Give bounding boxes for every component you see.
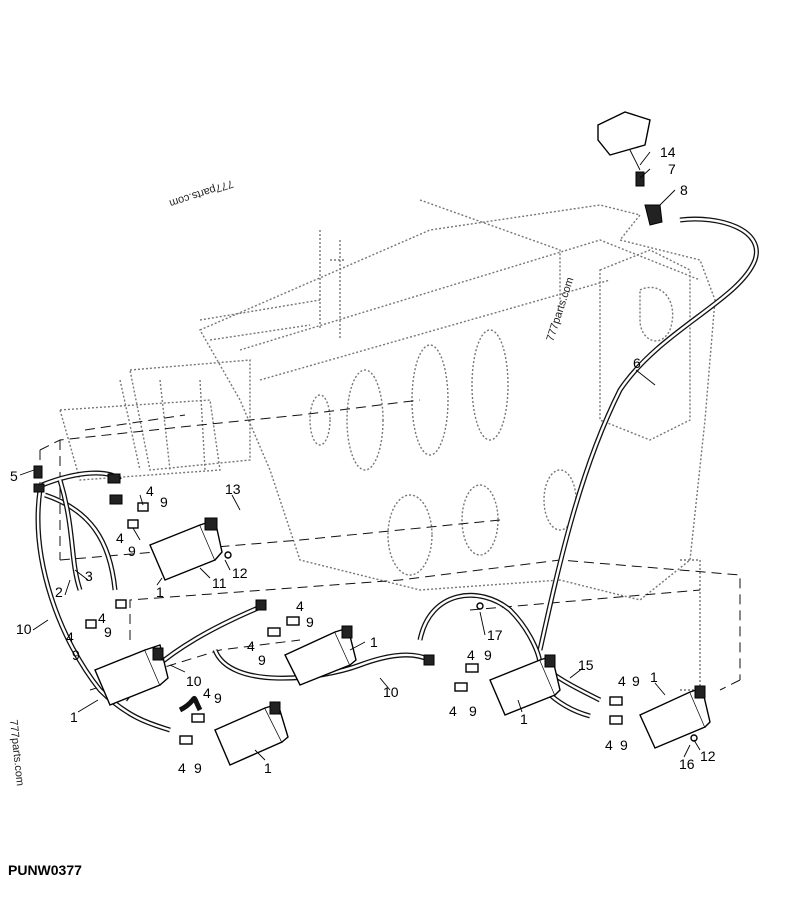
callout-1: 1 bbox=[156, 584, 164, 600]
callout-10: 10 bbox=[186, 673, 202, 689]
callout-10: 10 bbox=[16, 621, 32, 637]
callout-4: 4 bbox=[247, 638, 255, 654]
callout-9: 9 bbox=[128, 543, 136, 559]
callout-15: 15 bbox=[578, 657, 594, 673]
callout-9: 9 bbox=[632, 673, 640, 689]
callout-4: 4 bbox=[449, 703, 457, 719]
callout-12: 12 bbox=[700, 748, 716, 764]
fittings bbox=[33, 465, 698, 745]
callout-1: 1 bbox=[650, 669, 658, 685]
callout-2: 2 bbox=[55, 584, 63, 600]
figure-id-label: PUNW0377 bbox=[8, 862, 82, 878]
callout-8: 8 bbox=[680, 182, 688, 198]
sensor-box bbox=[597, 111, 663, 226]
callout-5: 5 bbox=[10, 468, 18, 484]
motor-1-left bbox=[94, 644, 169, 706]
callout-17: 17 bbox=[487, 627, 503, 643]
callout-9: 9 bbox=[214, 690, 222, 706]
callout-9: 9 bbox=[484, 647, 492, 663]
callout-4: 4 bbox=[98, 610, 106, 626]
motor-parts bbox=[94, 517, 711, 766]
callout-10: 10 bbox=[383, 684, 399, 700]
motor-1-right bbox=[639, 685, 711, 749]
callout-labels: 14 7 8 6 5 13 4 9 4 9 3 2 12 11 1 10 4 9… bbox=[10, 144, 716, 776]
reference-frame-lines bbox=[39, 399, 741, 691]
callout-4: 4 bbox=[605, 737, 613, 753]
callout-9: 9 bbox=[469, 703, 477, 719]
callout-4: 4 bbox=[296, 598, 304, 614]
callout-4: 4 bbox=[116, 530, 124, 546]
callout-4: 4 bbox=[178, 760, 186, 776]
leader-lines bbox=[19, 151, 701, 761]
callout-13: 13 bbox=[225, 481, 241, 497]
callout-1: 1 bbox=[264, 760, 272, 776]
callout-4: 4 bbox=[66, 629, 74, 645]
callout-14: 14 bbox=[660, 144, 676, 160]
watermark-text: 777parts.com bbox=[7, 719, 26, 787]
callout-6: 6 bbox=[633, 355, 641, 371]
motor-1-right-center bbox=[489, 654, 561, 716]
callout-1: 1 bbox=[70, 709, 78, 725]
engine-block bbox=[59, 199, 716, 691]
callout-9: 9 bbox=[160, 494, 168, 510]
callout-9: 9 bbox=[104, 624, 112, 640]
callout-9: 9 bbox=[620, 737, 628, 753]
callout-4: 4 bbox=[203, 685, 211, 701]
callout-7: 7 bbox=[668, 161, 676, 177]
callout-1: 1 bbox=[370, 634, 378, 650]
motor-1-lower-center bbox=[214, 701, 289, 766]
callout-12: 12 bbox=[232, 565, 248, 581]
callout-4: 4 bbox=[146, 483, 154, 499]
callout-9: 9 bbox=[194, 760, 202, 776]
watermark-text: 777parts.com bbox=[168, 177, 235, 209]
callout-11: 11 bbox=[212, 575, 227, 591]
callout-16: 16 bbox=[679, 756, 695, 772]
motor-1-center bbox=[284, 625, 357, 686]
callout-9: 9 bbox=[72, 647, 80, 663]
callout-9: 9 bbox=[306, 614, 314, 630]
callout-4: 4 bbox=[467, 647, 475, 663]
callout-9: 9 bbox=[258, 652, 266, 668]
callout-1: 1 bbox=[520, 711, 528, 727]
callout-4: 4 bbox=[618, 673, 626, 689]
callout-3: 3 bbox=[85, 568, 93, 584]
motor-1-upper-left bbox=[149, 517, 223, 581]
